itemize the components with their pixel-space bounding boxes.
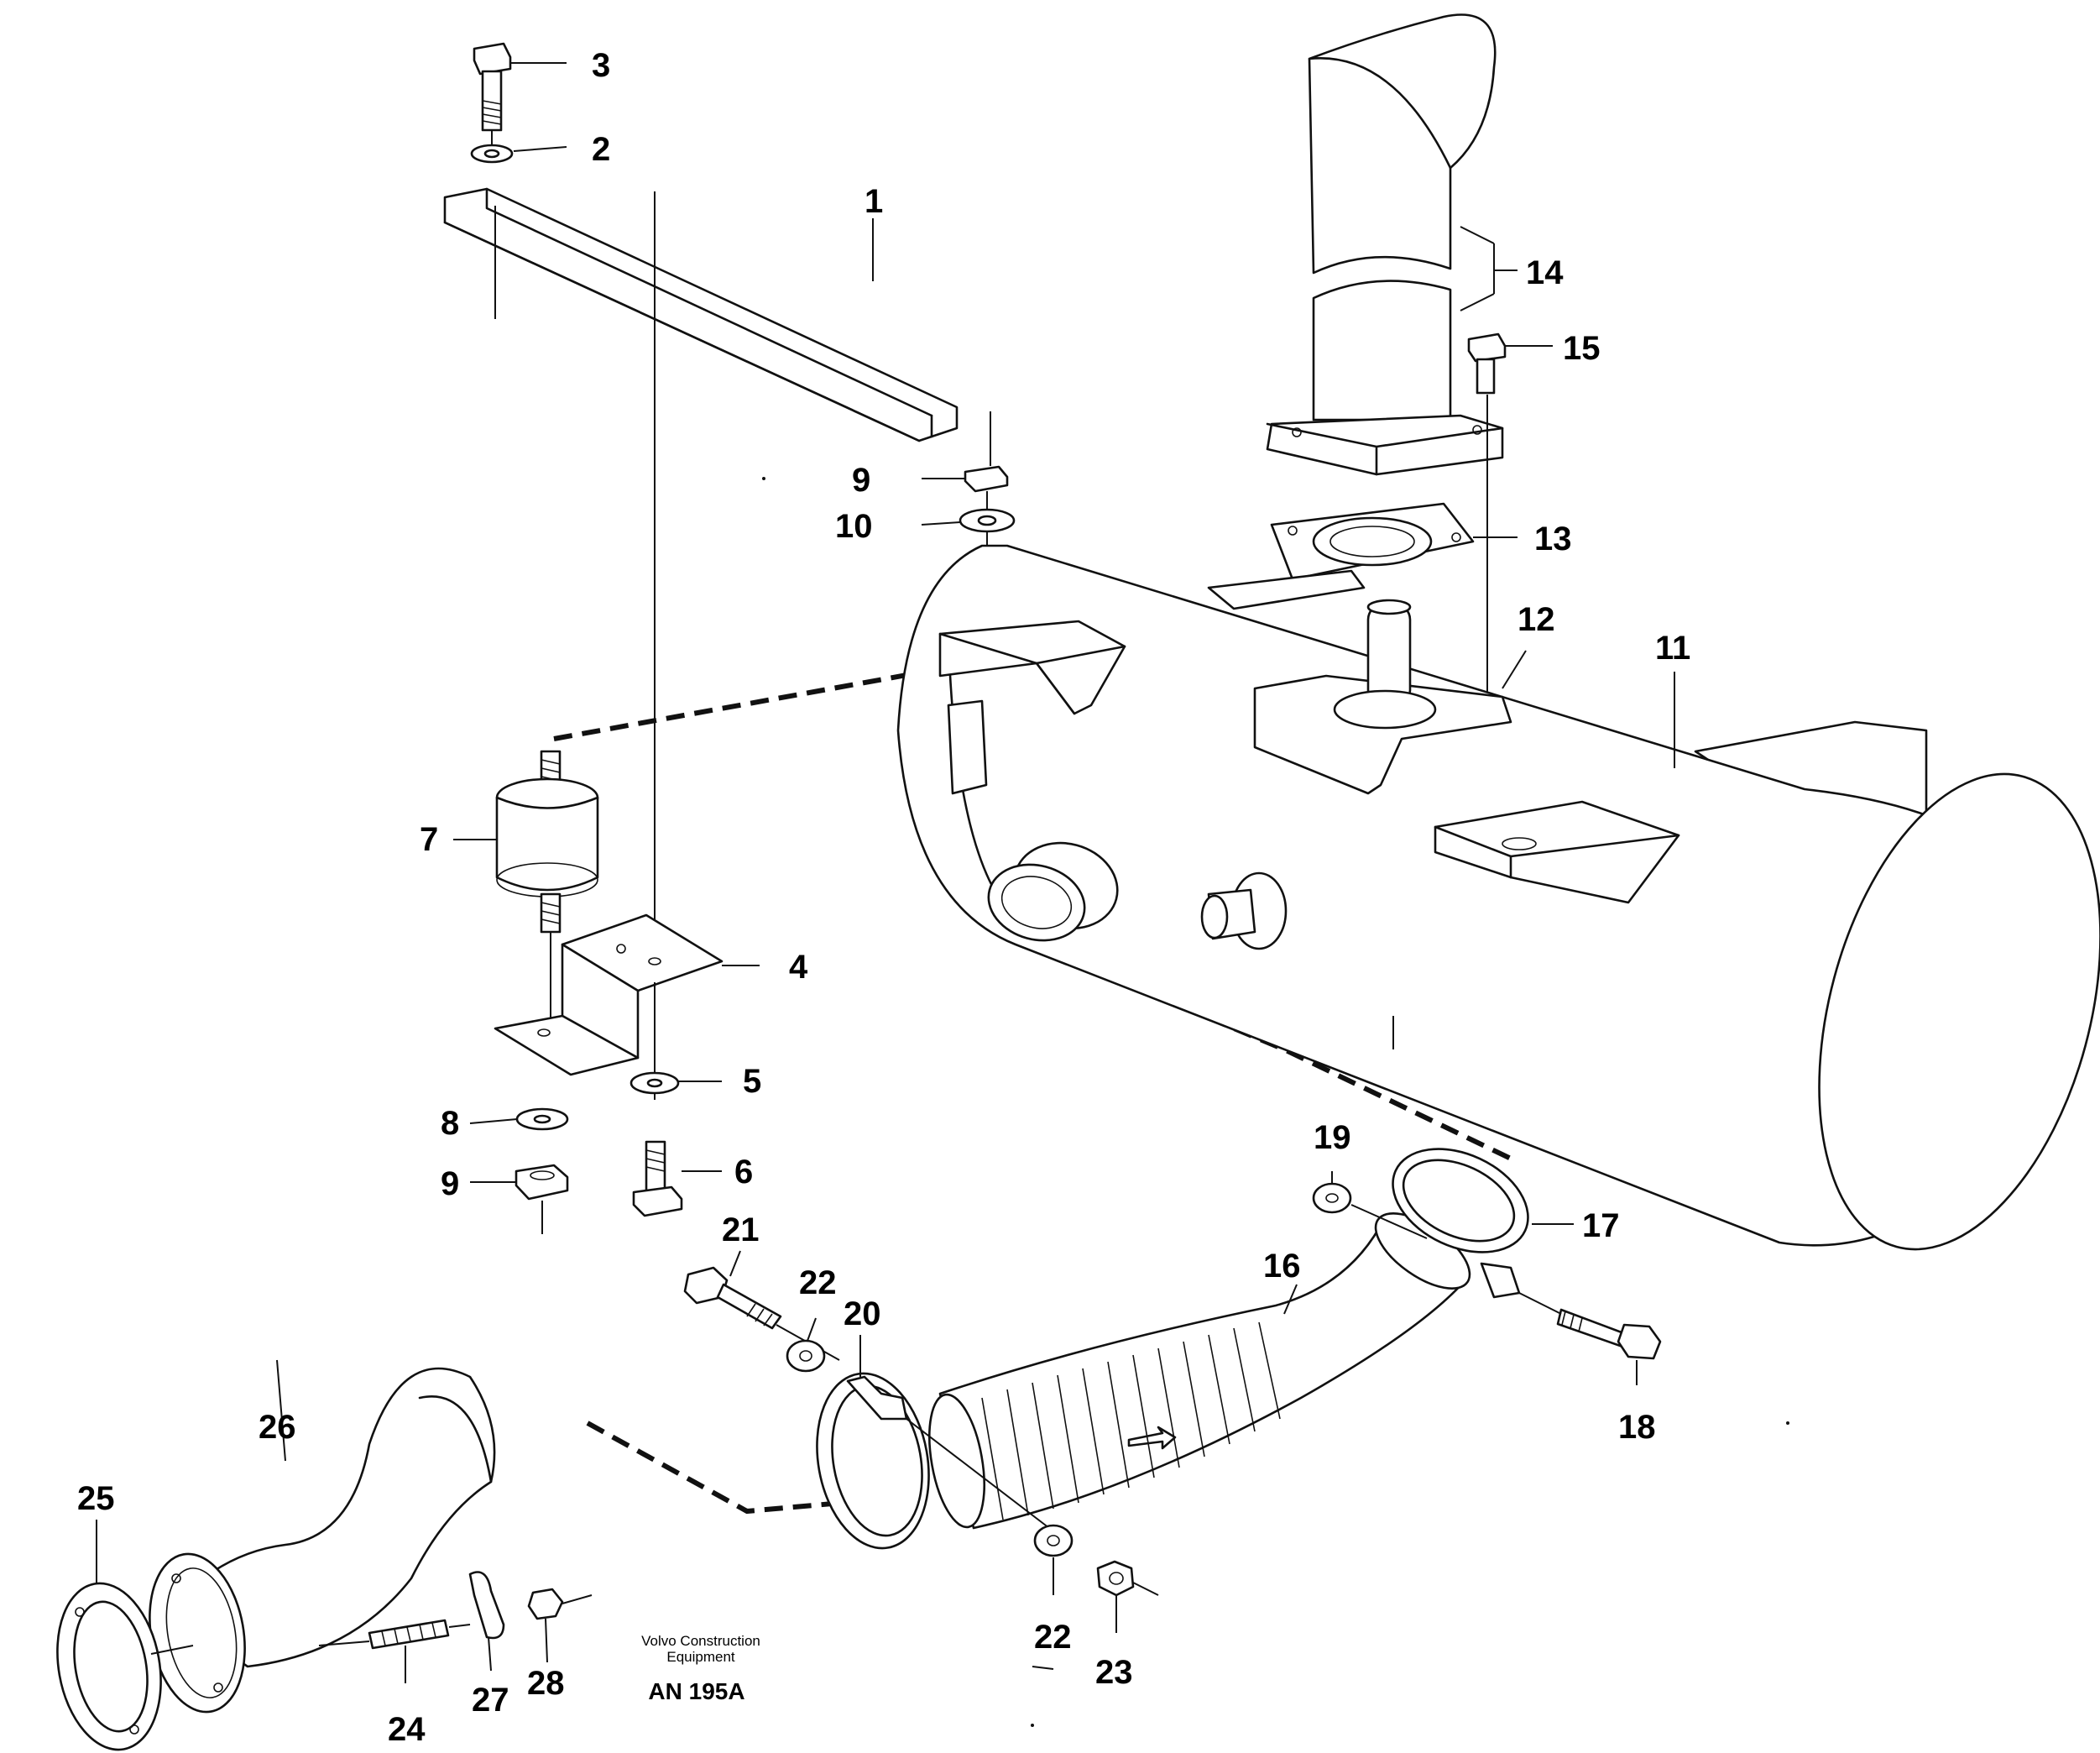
callout-1: 1 xyxy=(865,183,884,220)
callout-22-upper: 22 xyxy=(799,1264,837,1301)
callout-9-upper: 9 xyxy=(852,462,871,499)
part-5-washer xyxy=(631,1073,678,1093)
callout-14: 14 xyxy=(1526,254,1564,291)
brand-caption: Volvo Construction Equipment xyxy=(621,1633,781,1665)
callout-12: 12 xyxy=(1518,601,1555,638)
callout-11: 11 xyxy=(1655,630,1691,667)
part-23-nut xyxy=(1098,1562,1158,1595)
callout-17: 17 xyxy=(1582,1207,1620,1244)
callout-4: 4 xyxy=(789,949,808,986)
part-6-bolt xyxy=(634,1142,682,1216)
callout-27: 27 xyxy=(472,1682,509,1719)
callout-7: 7 xyxy=(420,821,439,858)
drawing-code: AN 195A xyxy=(648,1678,745,1704)
callout-3: 3 xyxy=(592,47,611,84)
part-25-flange-gasket xyxy=(45,1575,193,1753)
callout-26: 26 xyxy=(259,1409,296,1446)
part-8-washer xyxy=(517,1109,567,1129)
callout-leaders xyxy=(97,63,1674,1683)
part-22-washer-lower xyxy=(1035,1525,1072,1556)
callout-6: 6 xyxy=(734,1154,754,1190)
callout-19: 19 xyxy=(1314,1119,1351,1156)
part-24-stud xyxy=(319,1620,448,1648)
callout-13: 13 xyxy=(1534,521,1572,557)
scan-specks xyxy=(762,477,1789,1727)
callout-9-lower: 9 xyxy=(441,1165,460,1202)
part-2-washer xyxy=(472,145,512,162)
callout-23: 23 xyxy=(1095,1654,1133,1691)
callout-10: 10 xyxy=(835,508,873,545)
callout-25: 25 xyxy=(77,1480,115,1517)
part-21-bolt xyxy=(685,1268,839,1360)
part-9-nut xyxy=(516,1165,567,1234)
brand-line-1: Volvo Construction xyxy=(641,1633,760,1649)
part-14-exhaust-pipe xyxy=(1267,15,1502,475)
part-15-bolt xyxy=(1469,334,1505,697)
callout-21: 21 xyxy=(722,1211,760,1248)
part-26-inlet-elbow xyxy=(138,1368,494,1719)
part-27-tab-washer xyxy=(449,1572,504,1639)
callout-22-lower: 22 xyxy=(1034,1619,1072,1656)
part-20-clamp-ring xyxy=(804,1364,1049,1557)
part-11-muffler xyxy=(898,546,2100,1280)
callout-20: 20 xyxy=(844,1295,881,1332)
callout-5: 5 xyxy=(743,1063,762,1100)
part-18-bolt xyxy=(1519,1293,1660,1358)
part-22-washer-upper xyxy=(787,1341,824,1371)
callout-16: 16 xyxy=(1263,1248,1301,1285)
part-19-nut xyxy=(1314,1184,1427,1238)
brand-line-2: Equipment xyxy=(666,1648,735,1665)
part-9-top-nut xyxy=(965,467,1007,512)
callout-18: 18 xyxy=(1618,1409,1656,1446)
callout-2: 2 xyxy=(592,131,611,168)
part-13-gasket xyxy=(1272,504,1473,579)
part-7-rubber-mount xyxy=(497,751,598,1041)
callout-24: 24 xyxy=(388,1711,426,1748)
part-1-channel-bar xyxy=(445,189,990,982)
part-3-bolt xyxy=(474,44,510,147)
callout-28: 28 xyxy=(527,1665,565,1702)
callout-15: 15 xyxy=(1563,330,1601,367)
part-16-flex-hose xyxy=(921,1199,1482,1531)
part-4-bracket xyxy=(495,915,722,1100)
part-28-nut xyxy=(529,1589,592,1619)
callout-8: 8 xyxy=(441,1105,460,1142)
